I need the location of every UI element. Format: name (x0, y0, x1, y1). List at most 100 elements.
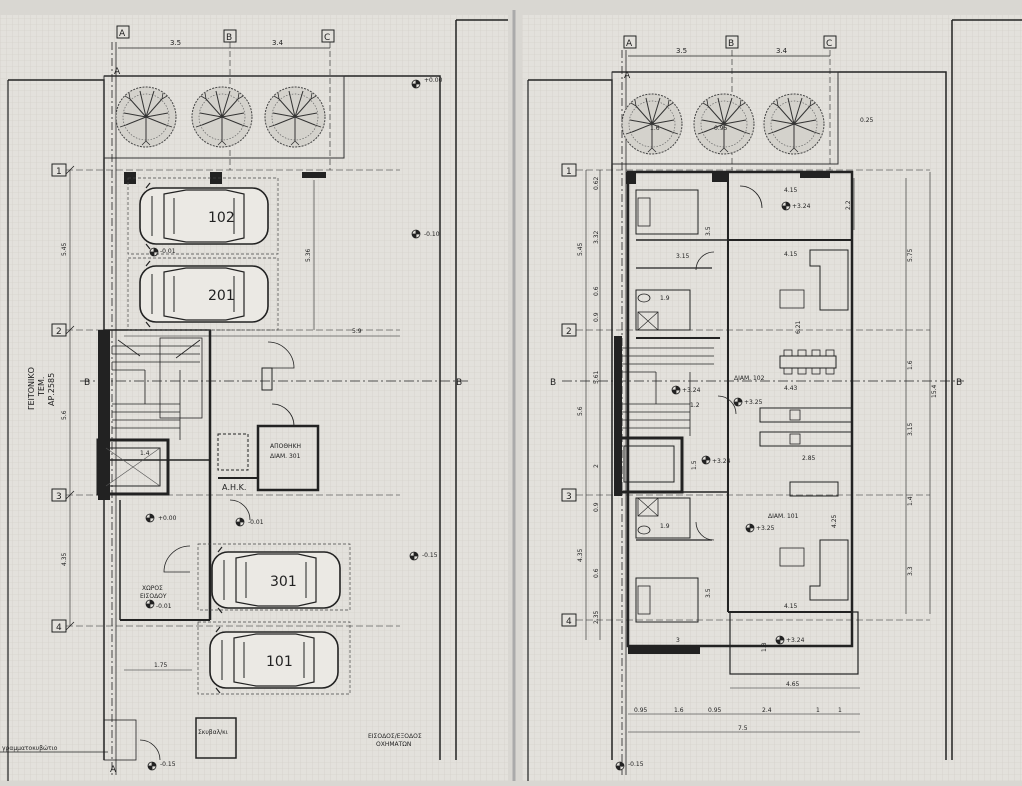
level-ff-d: +3.24 (712, 458, 731, 465)
row-4-label: 4 (56, 623, 62, 633)
dim-gf-175: 1.75 (154, 662, 168, 669)
level-ff-c: +3.25 (744, 399, 763, 406)
dim-ff-16c: 1.6 (650, 125, 660, 132)
dim-ff-18: 1.8 (761, 642, 768, 652)
dim-ff-315b: 3.15 (907, 422, 914, 436)
dim-ff-025: 0.25 (860, 117, 874, 124)
dim-ff-l435: 4.35 (577, 548, 584, 562)
entrance-sub: ΕΙΣΟΔΟΥ (140, 593, 167, 600)
level-ff-b: +3.24 (682, 387, 701, 394)
dim-ff-14a: 1.4 (907, 496, 914, 506)
gate-line-2: ΟΧΗΜΑΤΩΝ (376, 741, 411, 748)
dim-ff-l06a: 0.6 (593, 286, 600, 296)
dim-ff-16a: 1.6 (907, 360, 914, 370)
dim-ff-b24: 2.4 (762, 707, 772, 714)
dim-gf-56: 5.6 (61, 410, 68, 420)
storage-unit: ΔΙΑΜ. 301 (270, 453, 301, 460)
row-2-label: 2 (56, 327, 62, 337)
spacing-bc-ff: 3.4 (776, 47, 788, 55)
unit-102-label: ΔΙΑΜ. 102 (734, 375, 765, 382)
dim-ff-b095b: 0.95 (708, 707, 722, 714)
dim-ff-l561: 5.61 (593, 370, 600, 384)
dim-gf-435: 4.35 (61, 552, 68, 566)
unit-101-label: ΔΙΑΜ. 101 (768, 513, 799, 520)
row-1-label-ff: 1 (566, 167, 572, 177)
storage-title: ΑΠΟΘΗΚΗ (270, 443, 301, 450)
car-label-101: 101 (266, 654, 293, 670)
row-4-label-ff: 4 (566, 617, 572, 627)
dim-ff-b095a: 0.95 (634, 707, 648, 714)
dim-ff-l235: 2.35 (593, 610, 600, 624)
dim-ff-l06b: 0.6 (593, 568, 600, 578)
dim-ff-22: 2.2 (845, 200, 852, 210)
ahk-label: Α.Η.Κ. (222, 483, 246, 492)
axis-a-label: A (119, 29, 126, 39)
section-a-bottom: A (110, 765, 117, 775)
section-b-left-ff: B (550, 378, 556, 388)
axis-c-label: C (324, 33, 330, 43)
dim-ff-154: 15.4 (931, 384, 938, 398)
level-gf-g: -0.01 (248, 519, 264, 526)
car-label-102: 102 (208, 210, 235, 226)
spacing-bc: 3.4 (272, 39, 284, 47)
dim-ff-415c: 4.15 (784, 603, 798, 610)
dim-ff-12: 1.2 (690, 402, 700, 409)
axis-b-label: B (226, 33, 232, 43)
car-label-301: 301 (270, 574, 297, 590)
dim-ff-575: 5.75 (907, 248, 914, 262)
row-3-label-ff: 3 (566, 492, 572, 502)
dim-gf-59: 5.9 (352, 328, 362, 335)
section-a-top: A (114, 67, 121, 77)
level-ff-f: +3.24 (786, 637, 805, 644)
dim-ff-19a: 1.9 (660, 295, 670, 302)
dim-ff-3: 3 (676, 637, 680, 644)
dim-gf-545: 5.45 (61, 242, 68, 256)
level-gf-i: -0.15 (628, 761, 644, 768)
dim-ff-19b: 1.9 (660, 523, 670, 530)
bin-label: Σκυβαλ/κι (198, 729, 228, 736)
dim-ff-l09a: 0.9 (593, 312, 600, 322)
car-label-201: 201 (208, 288, 235, 304)
dim-gf-14: 1.4 (140, 450, 150, 457)
level-gf-c: -0.01 (160, 248, 176, 255)
level-ff-a: +3.24 (792, 203, 811, 210)
level-gf-f: -0.01 (156, 603, 172, 610)
entrance-title: ΧΩΡΟΣ (142, 585, 163, 592)
dim-gf-536: 5.36 (305, 248, 312, 262)
mailbox-label: γραμματοκυβώτιο (2, 745, 58, 752)
section-b-right-ff: B (956, 378, 962, 388)
axis-b-label-ff: B (728, 39, 734, 49)
dim-ff-b1b: 1 (838, 707, 842, 714)
dim-ff-621: 6.21 (795, 320, 802, 334)
level-gf-d: -0.15 (422, 552, 438, 559)
row-3-label: 3 (56, 492, 62, 502)
spacing-ab-ff: 3.5 (676, 47, 687, 55)
level-gf-h: -0.15 (160, 761, 176, 768)
dim-ff-l09b: 0.9 (593, 502, 600, 512)
dim-ff-35a: 3.5 (705, 226, 712, 236)
level-ff-e: +3.25 (756, 525, 775, 532)
level-gf-e: +0.00 (158, 515, 177, 522)
dim-ff-35b: 3.5 (705, 588, 712, 598)
dim-ff-285: 2.85 (802, 455, 816, 462)
dim-ff-15: 1.5 (691, 460, 698, 470)
dim-ff-l332: 3.32 (593, 230, 600, 244)
dim-ff-l545: 5.45 (577, 242, 584, 256)
dim-ff-415a: 4.15 (784, 187, 798, 194)
spacing-ab: 3.5 (170, 39, 181, 47)
neighbour-label: ΓΕΙΤΟΝΙΚΟ (27, 367, 36, 410)
section-a-top-ff: A (624, 71, 631, 81)
dim-ff-425: 4.25 (831, 514, 838, 528)
row-2-label-ff: 2 (566, 327, 572, 337)
dim-ff-l2: 2 (593, 464, 600, 468)
level-gf-a: +0.00 (424, 77, 443, 84)
dim-ff-b16: 1.6 (674, 707, 684, 714)
axis-a-label-ff: A (626, 39, 633, 49)
gate-line-1: ΕΙΣΟΔΟΣ/ΕΞΟΔΟΣ (368, 733, 422, 740)
section-b-left: B (84, 378, 90, 388)
dim-ff-465: 4.65 (786, 681, 800, 688)
neighbour-parcel: ΑΡ.2585 (47, 373, 56, 406)
dim-ff-443: 4.43 (784, 385, 798, 392)
